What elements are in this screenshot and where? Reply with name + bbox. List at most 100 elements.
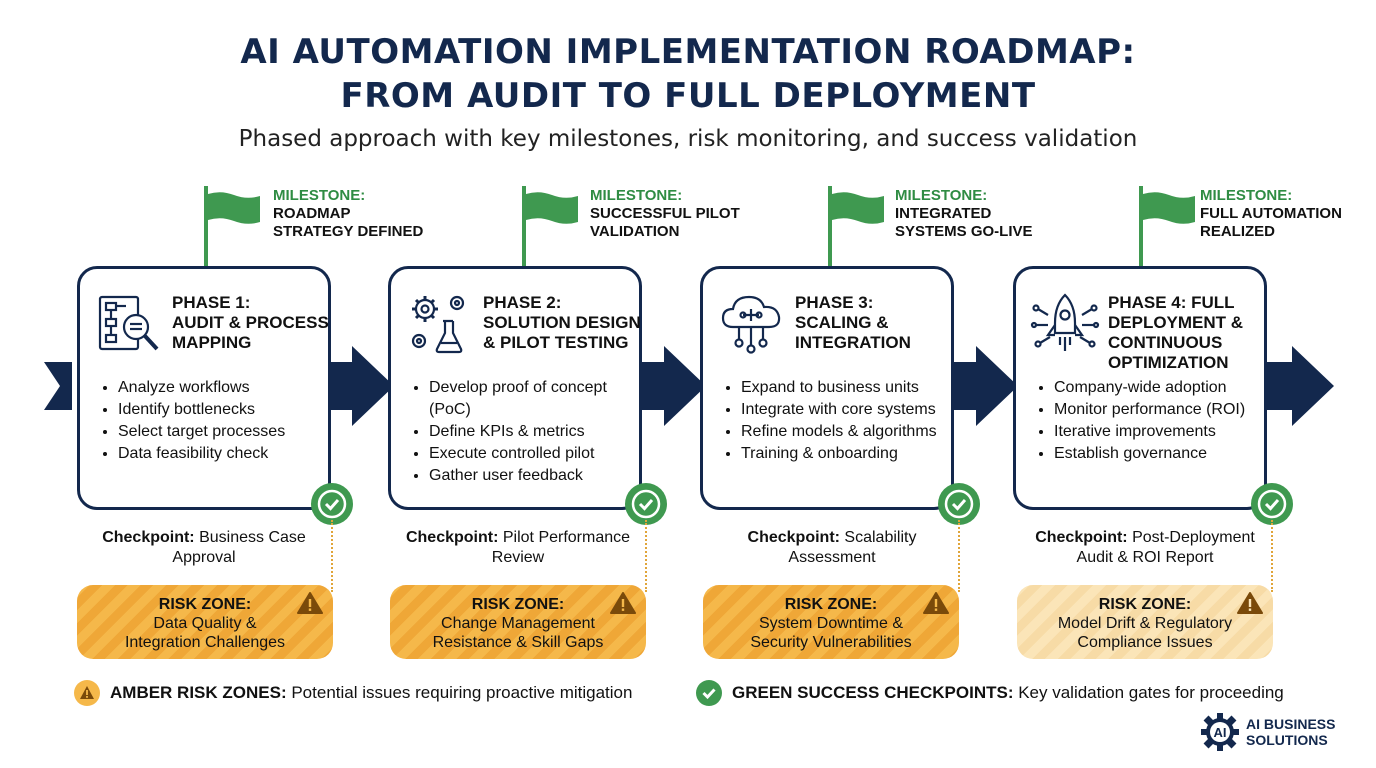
arrow-2-to-3	[642, 346, 706, 426]
page-subtitle: Phased approach with key milestones, ris…	[238, 126, 1138, 152]
check-badge-icon	[625, 483, 667, 525]
risk-label: RISK ZONE:	[1098, 596, 1192, 613]
phase-title: PHASE 2: SOLUTION DESIGN & PILOT TESTING	[483, 293, 641, 352]
check-badge-icon	[311, 483, 353, 525]
phase-title: PHASE 4: FULL DEPLOYMENT & CONTINUOUS OP…	[1108, 293, 1244, 372]
check-badge-icon	[938, 483, 980, 525]
list-item: Define KPIs & metrics	[429, 421, 647, 443]
phase-tasks: Company-wide adoption Monitor performanc…	[1032, 377, 1272, 465]
risk-label: RISK ZONE:	[471, 596, 565, 613]
checkpoint-1: Checkpoint: Business Case Approval	[77, 528, 331, 568]
milestone-pole-4	[1139, 186, 1143, 268]
page-title: AI AUTOMATION IMPLEMENTATION ROADMAP: FR…	[0, 30, 1376, 118]
checkpoint-connector	[331, 520, 333, 592]
milestone-label: MILESTONE:	[590, 187, 683, 204]
list-item: Expand to business units	[741, 377, 959, 399]
checkpoint-text: Pilot Performance Review	[491, 529, 631, 566]
warning-icon	[610, 592, 636, 614]
phase-tasks: Analyze workflows Identify bottlenecks S…	[96, 377, 336, 465]
list-item: Data feasibility check	[118, 443, 336, 465]
phase-1-card: PHASE 1: AUDIT & PROCESS MAPPING Analyze…	[77, 266, 331, 510]
rocket-network-icon	[1030, 293, 1100, 351]
list-item: Establish governance	[1054, 443, 1272, 465]
flag-icon	[832, 192, 884, 224]
legend-green-label: GREEN SUCCESS CHECKPOINTS:	[732, 683, 1014, 702]
legend-amber-text: Potential issues requiring proactive mit…	[286, 683, 633, 702]
logo-mark: AI	[1214, 725, 1227, 740]
risk-text: Change Management Resistance & Skill Gap…	[432, 615, 604, 651]
logo-text: AI BUSINESS SOLUTIONS	[1246, 716, 1336, 748]
risk-zone-4: RISK ZONE: Model Drift & Regulatory Comp…	[1017, 585, 1273, 659]
checkpoint-text: Business Case Approval	[172, 529, 306, 566]
milestone-1: MILESTONE: ROADMAP STRATEGY DEFINED	[273, 187, 423, 241]
list-item: Select target processes	[118, 421, 336, 443]
risk-zone-3: RISK ZONE: System Downtime & Security Vu…	[703, 585, 959, 659]
risk-text: Data Quality & Integration Challenges	[124, 615, 286, 651]
checkpoint-2: Checkpoint: Pilot Performance Review	[391, 528, 645, 568]
warning-icon	[923, 592, 949, 614]
milestone-pole-2	[522, 186, 526, 268]
arrow-3-to-4	[954, 346, 1018, 426]
milestone-text: ROADMAP STRATEGY DEFINED	[273, 205, 424, 240]
warning-icon	[1237, 592, 1263, 614]
risk-text: System Downtime & Security Vulnerabiliti…	[750, 615, 912, 651]
company-logo: AI AI BUSINESS SOLUTIONS	[1200, 712, 1360, 752]
checkpoint-label: Checkpoint:	[102, 529, 195, 546]
checkpoint-text: Scalability Assessment	[788, 529, 917, 566]
warning-icon	[297, 592, 323, 614]
checkpoint-connector	[958, 520, 960, 592]
flag-icon	[526, 192, 578, 224]
cloud-network-icon	[721, 295, 781, 354]
band-tail	[44, 362, 72, 410]
risk-label: RISK ZONE:	[158, 596, 252, 613]
phase-4-card: PHASE 4: FULL DEPLOYMENT & CONTINUOUS OP…	[1013, 266, 1267, 510]
checkpoint-label: Checkpoint:	[747, 529, 840, 546]
list-item: Integrate with core systems	[741, 399, 959, 421]
milestone-label: MILESTONE:	[895, 187, 988, 204]
phase-title: PHASE 3: SCALING & INTEGRATION	[795, 293, 911, 352]
risk-text: Model Drift & Regulatory Compliance Issu…	[1057, 615, 1233, 651]
checkpoint-label: Checkpoint:	[405, 529, 499, 546]
process-map-search-icon	[98, 295, 159, 351]
gear-logo-icon: AI	[1201, 713, 1239, 751]
phase-2-card: PHASE 2: SOLUTION DESIGN & PILOT TESTING…	[388, 266, 642, 510]
check-badge-icon	[696, 680, 722, 706]
milestone-3: MILESTONE: INTEGRATED SYSTEMS GO-LIVE	[895, 187, 1033, 241]
phase-title: PHASE 1: AUDIT & PROCESS MAPPING	[172, 293, 329, 352]
milestone-pole-3	[828, 186, 832, 268]
flag-icon	[208, 192, 260, 224]
list-item: Refine models & algorithms	[741, 421, 959, 443]
legend-amber-label: AMBER RISK ZONES:	[110, 683, 287, 702]
warning-badge-icon	[74, 680, 100, 706]
checkpoint-4: Checkpoint: Post-Deployment Audit & ROI …	[1018, 528, 1272, 568]
checkpoint-3: Checkpoint: Scalability Assessment	[705, 528, 959, 568]
list-item: Execute controlled pilot	[429, 443, 647, 465]
milestone-2: MILESTONE: SUCCESSFUL PILOT VALIDATION	[590, 187, 740, 241]
title-line-1: AI AUTOMATION IMPLEMENTATION ROADMAP:	[240, 32, 1136, 72]
checkpoint-label: Checkpoint:	[1035, 529, 1128, 546]
check-badge-icon	[1251, 483, 1293, 525]
risk-label: RISK ZONE:	[784, 596, 878, 613]
list-item: Analyze workflows	[118, 377, 336, 399]
legend-green-text: Key validation gates for proceeding	[1013, 683, 1284, 702]
checkpoint-connector	[1271, 520, 1273, 592]
milestone-text: INTEGRATED SYSTEMS GO-LIVE	[895, 205, 1033, 240]
list-item: Iterative improvements	[1054, 421, 1272, 443]
risk-zone-2: RISK ZONE: Change Management Resistance …	[390, 585, 646, 659]
list-item: Monitor performance (ROI)	[1054, 399, 1272, 421]
list-item: Company-wide adoption	[1054, 377, 1272, 399]
list-item: Develop proof of concept (PoC)	[429, 377, 647, 421]
phase-tasks: Expand to business units Integrate with …	[719, 377, 959, 465]
milestone-pole-1	[204, 186, 208, 268]
milestone-text: FULL AUTOMATION REALIZED	[1200, 205, 1342, 240]
risk-zone-1: RISK ZONE: Data Quality & Integration Ch…	[77, 585, 333, 659]
milestone-4: MILESTONE: FULL AUTOMATION REALIZED	[1200, 187, 1342, 241]
phase-tasks: Develop proof of concept (PoC) Define KP…	[407, 377, 647, 487]
gears-flask-icon	[411, 295, 465, 354]
arrow-end	[1266, 346, 1334, 426]
list-item: Gather user feedback	[429, 465, 647, 487]
checkpoint-connector	[645, 520, 647, 592]
list-item: Training & onboarding	[741, 443, 959, 465]
milestone-text: SUCCESSFUL PILOT VALIDATION	[590, 205, 740, 240]
